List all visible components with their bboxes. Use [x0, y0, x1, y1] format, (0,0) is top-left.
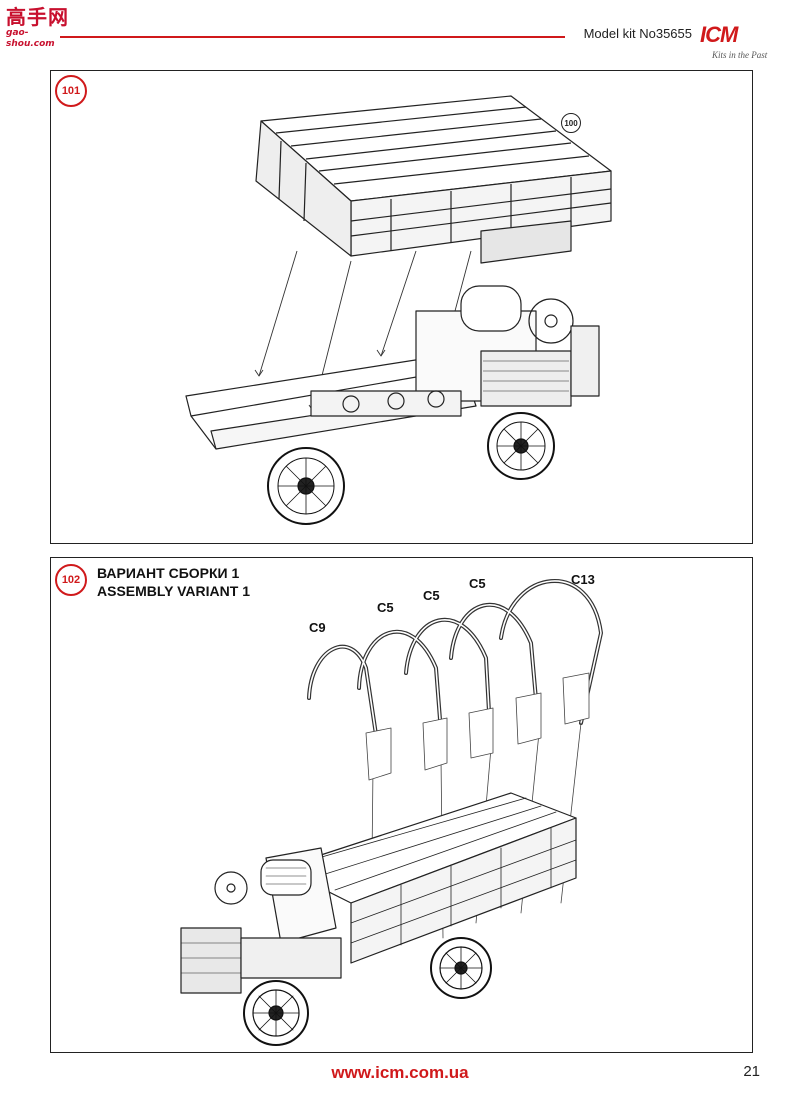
site-logo-text: 高手网 — [6, 5, 69, 29]
truck-body-assembly-drawing — [185, 95, 612, 525]
truck-body — [180, 792, 577, 994]
page-number: 21 — [743, 1063, 760, 1080]
step-number-badge: 102 — [55, 564, 87, 596]
brand-logo: ICM Kits in the Past — [700, 24, 786, 70]
part-label-c5: C5 — [469, 576, 486, 591]
model-kit-number: Model kit No35655 — [583, 26, 692, 41]
wheels — [243, 937, 492, 1046]
brand-mark: ICM — [700, 22, 738, 47]
assembly-variant-title-ru: ВАРИАНТ СБОРКИ 1 — [97, 565, 240, 581]
chassis — [185, 285, 600, 450]
part-label-c13: C13 — [571, 572, 595, 587]
canopy-bows — [307, 579, 603, 770]
part-label-c5: C5 — [423, 588, 440, 603]
bow-inner-lines — [308, 580, 602, 769]
reference-step-badge: 100 — [561, 113, 581, 133]
cargo-bed — [255, 95, 612, 264]
wheels — [267, 412, 555, 525]
step-number-badge: 101 — [55, 75, 87, 107]
part-label-c5: C5 — [377, 600, 394, 615]
step-101-panel: 101 100 — [50, 70, 753, 544]
canopy-bows-assembly-drawing — [180, 579, 603, 1046]
step-102-panel: 102 ВАРИАНТ СБОРКИ 1 ASSEMBLY VARIANT 1 … — [50, 557, 753, 1053]
part-label-c9: C9 — [309, 620, 326, 635]
assembly-variant-title-en: ASSEMBLY VARIANT 1 — [97, 583, 250, 599]
brand-tagline: Kits in the Past — [712, 50, 768, 60]
site-logo-url: gao-shou.com — [6, 28, 55, 49]
header-divider — [60, 36, 565, 38]
footer-website-link[interactable]: www.icm.com.ua — [331, 1063, 469, 1082]
site-logo: 高手网 gao-shou.com — [6, 5, 76, 49]
